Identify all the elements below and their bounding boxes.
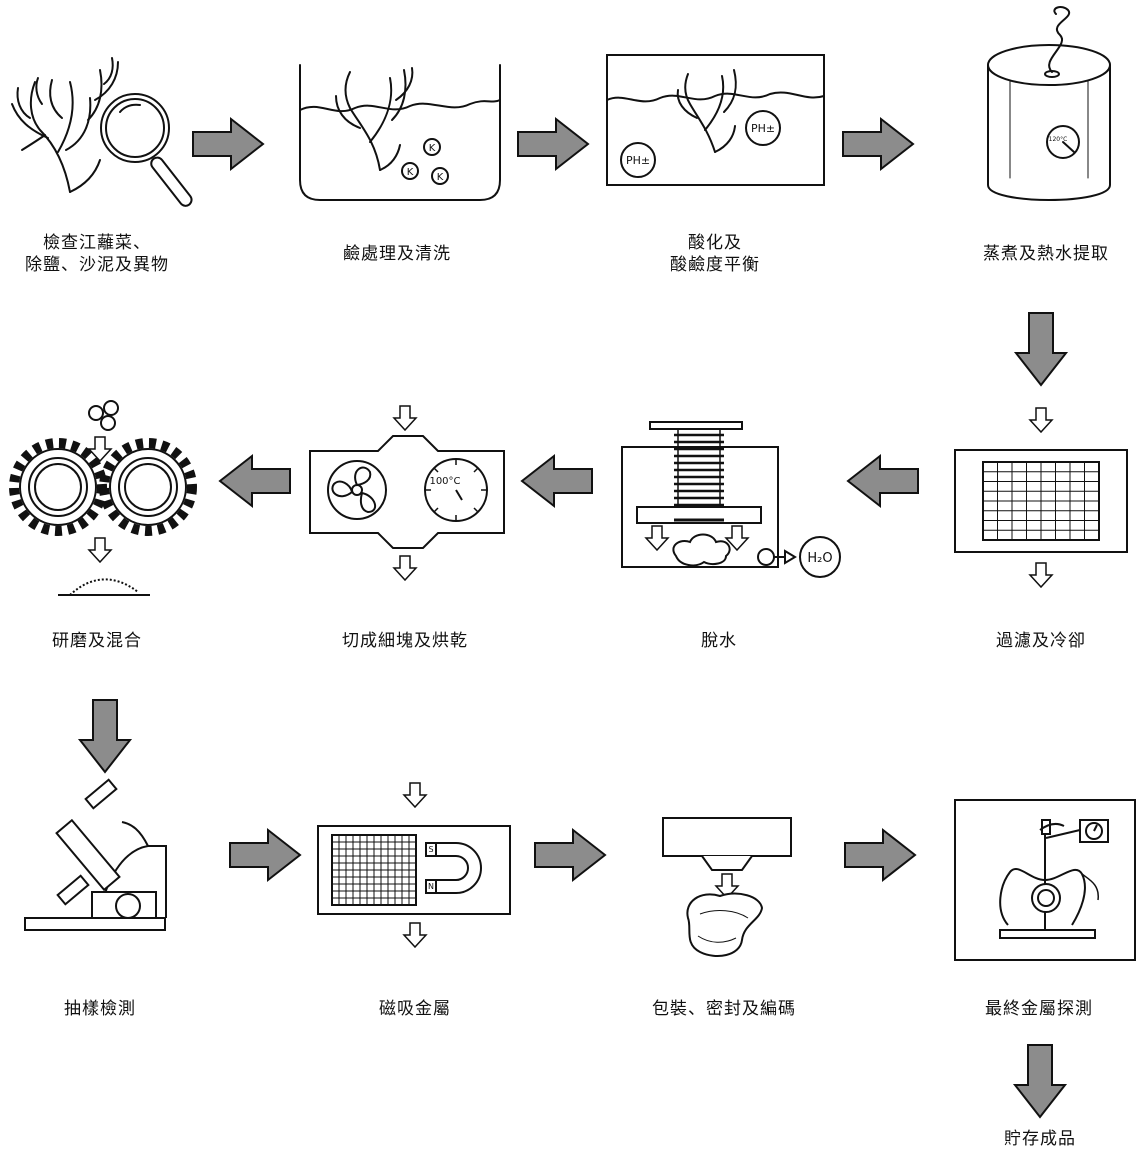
label-line: 貯存成品 (1004, 1129, 1076, 1149)
label-line: 磁吸金屬 (379, 999, 451, 1019)
label-line: 脫水 (701, 631, 737, 651)
flow-arrow-right (229, 829, 301, 881)
dryer-oven-icon (309, 405, 505, 581)
label-line: 檢查江蘺菜、 (43, 233, 151, 253)
step-label-filter: 過濾及冷卻 (931, 630, 1137, 652)
press-dewater-icon (621, 421, 841, 578)
label-line: 酸鹼度平衡 (670, 255, 760, 275)
steamer-drum-icon (987, 6, 1111, 201)
label-line: 最終金屬探測 (985, 999, 1093, 1019)
k-label: K (407, 167, 414, 178)
potassium-labels: K K K (407, 143, 444, 183)
step-label-magnet: 磁吸金屬 (305, 998, 525, 1020)
ph-label: PH± (626, 154, 650, 167)
step-label-store: 貯存成品 (930, 1128, 1137, 1150)
flow-arrow-down (79, 699, 131, 773)
flow-arrow-right (517, 118, 589, 170)
magnet-pole-labels: S N (428, 845, 434, 891)
label-line: 抽樣檢測 (64, 999, 136, 1019)
alkali-basin-icon (299, 64, 501, 201)
step-label-grind: 研磨及混合 (0, 630, 207, 652)
k-label: K (437, 172, 444, 183)
flow-arrow-down (1015, 312, 1067, 386)
magnet-n-label: N (428, 882, 434, 891)
step-label-sample: 抽樣檢測 (0, 998, 210, 1020)
label-line: 蒸煮及熱水提取 (983, 244, 1109, 264)
flow-arrow-left (847, 455, 919, 507)
step-label-inspect: 檢查江蘺菜、 除鹽、沙泥及異物 (0, 232, 207, 276)
label-line: 鹼處理及清洗 (343, 244, 451, 264)
ph-label: PH± (751, 122, 775, 135)
step-label-acidify: 酸化及 酸鹼度平衡 (605, 232, 825, 276)
flow-arrow-right (842, 118, 914, 170)
label-line: 研磨及混合 (52, 631, 142, 651)
step-label-detect: 最終金屬探測 (929, 998, 1137, 1020)
steamer-temp-label: 120°C (1049, 136, 1068, 143)
step-label-alkali: 鹼處理及清洗 (287, 243, 507, 265)
filter-mesh-icon (954, 407, 1128, 588)
flow-arrow-right (192, 118, 264, 170)
step-label-steam: 蒸煮及熱水提取 (936, 243, 1137, 265)
label-line: 包裝、密封及編碼 (652, 999, 796, 1019)
flow-arrow-left (219, 455, 291, 507)
acid-tank-icon (606, 54, 825, 186)
step-label-pack: 包裝、密封及編碼 (614, 998, 834, 1020)
seaweed-inspection-icon (11, 57, 193, 207)
flow-arrow-left (521, 455, 593, 507)
label-line: 除鹽、沙泥及異物 (25, 255, 169, 275)
ph-labels: PH± PH± (626, 122, 775, 167)
grinder-gears-icon (14, 400, 192, 596)
flow-arrow-down (1014, 1044, 1066, 1118)
flow-arrow-right (534, 829, 606, 881)
label-line: 切成細塊及烘乾 (342, 631, 468, 651)
label-line: 酸化及 (688, 233, 742, 253)
magnet-s-label: S (428, 845, 433, 854)
water-label: H₂O (807, 551, 832, 566)
step-label-dewater: 脫水 (609, 630, 829, 652)
magnet-separator-icon (317, 782, 511, 948)
microscope-icon (24, 778, 167, 931)
packaging-machine-icon (662, 817, 792, 957)
metal-detector-icon (954, 799, 1136, 961)
label-line: 過濾及冷卻 (996, 631, 1086, 651)
flow-arrow-right (844, 829, 916, 881)
k-label: K (429, 143, 436, 154)
step-label-cutdry: 切成細塊及烘乾 (295, 630, 515, 652)
oven-temp-label: 100°C (429, 476, 460, 487)
